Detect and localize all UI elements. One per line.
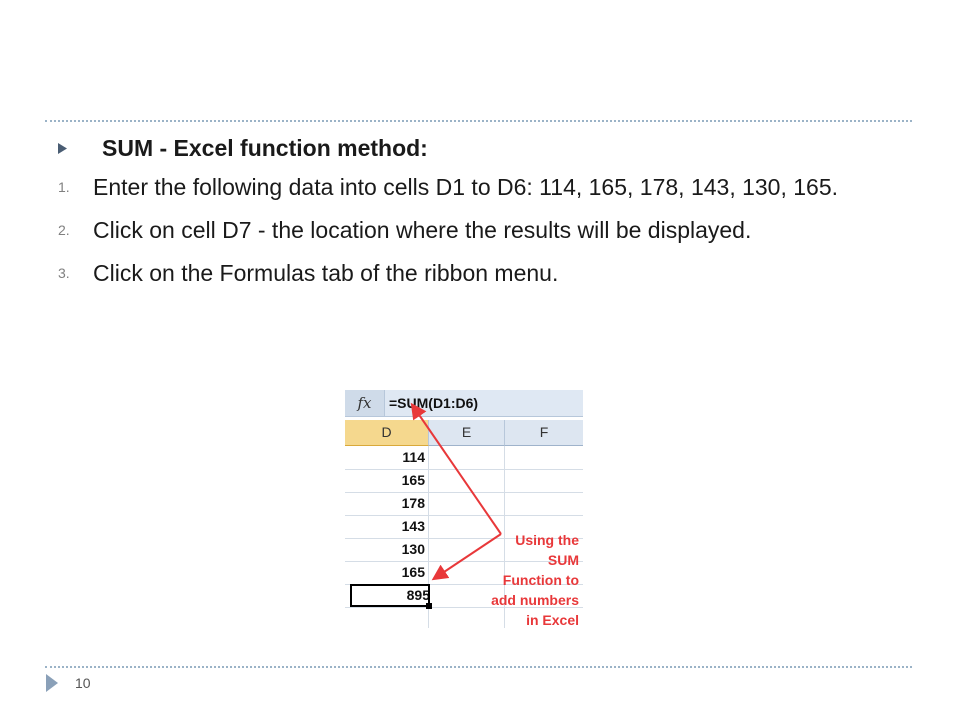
step-number: 1. xyxy=(58,179,70,195)
annotation-line: Using the xyxy=(515,532,579,548)
fx-icon: fx xyxy=(345,390,385,416)
grid-line xyxy=(345,607,583,608)
grid-line xyxy=(345,584,583,585)
annotation-text: Using the SUM Function to add numbers in… xyxy=(465,530,579,628)
step-number: 2. xyxy=(58,222,70,238)
bottom-divider xyxy=(45,666,912,668)
cell-d7-total: 895 xyxy=(350,584,430,607)
annotation-line: SUM xyxy=(547,552,579,568)
cell-d6: 165 xyxy=(401,564,425,580)
steps-list: 1. Enter the following data into cells D… xyxy=(55,172,915,301)
annotation-line: Function to xyxy=(502,572,579,588)
grid-line xyxy=(345,561,583,562)
page-number: 10 xyxy=(75,675,91,691)
grid-line xyxy=(428,446,429,628)
grid-line xyxy=(345,538,583,539)
list-item: 3. Click on the Formulas tab of the ribb… xyxy=(55,258,915,288)
grid-line xyxy=(345,515,583,516)
grid-line xyxy=(345,469,583,470)
list-item: 2. Click on cell D7 - the location where… xyxy=(55,215,915,245)
annotation-line: add numbers xyxy=(491,592,579,608)
column-header-d: D xyxy=(345,420,429,446)
footer-triangle-icon xyxy=(46,674,58,692)
step-text: Enter the following data into cells D1 t… xyxy=(93,174,839,200)
cell-d3: 178 xyxy=(401,495,425,511)
excel-screenshot: fx =SUM(D1:D6) D E F 114 165 178 143 130… xyxy=(345,390,583,628)
step-text: Click on cell D7 - the location where th… xyxy=(93,217,752,243)
column-header-f: F xyxy=(505,420,583,446)
list-item: 1. Enter the following data into cells D… xyxy=(55,172,915,202)
fill-handle xyxy=(426,603,432,609)
cell-d4: 143 xyxy=(401,518,425,534)
grid-line xyxy=(345,492,583,493)
section-heading: SUM - Excel function method: xyxy=(102,135,428,161)
cell-d5: 130 xyxy=(401,541,425,557)
column-header-e: E xyxy=(429,420,505,446)
cell-d1: 114 xyxy=(402,449,425,465)
grid-line xyxy=(504,446,505,628)
step-number: 3. xyxy=(58,265,70,281)
step-text: Click on the Formulas tab of the ribbon … xyxy=(93,260,559,286)
arrow-to-formula xyxy=(410,402,502,535)
annotation-line: in Excel xyxy=(526,612,579,628)
arrow-to-total xyxy=(431,533,502,581)
top-divider xyxy=(45,120,912,122)
cell-d2: 165 xyxy=(401,472,425,488)
annotation-arrows xyxy=(410,402,502,581)
bullet-triangle-icon xyxy=(58,143,67,154)
